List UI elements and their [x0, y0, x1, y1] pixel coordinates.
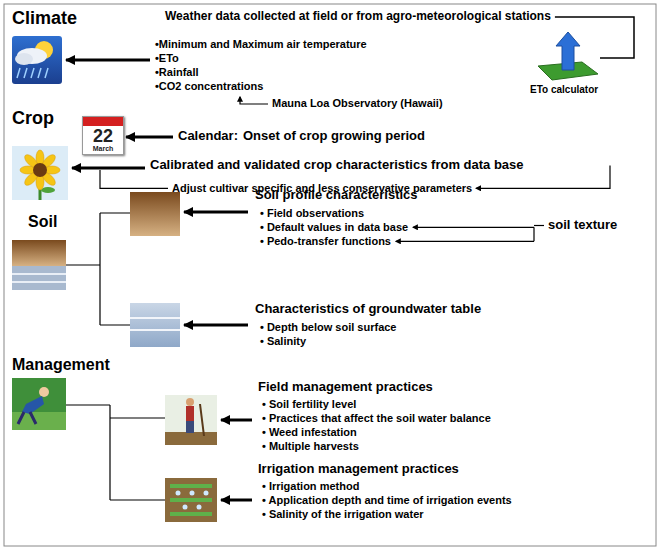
heading: Calibrated and validated crop characteri…	[150, 158, 524, 173]
note: Mauna Loa Observatory (Hawaii)	[272, 97, 443, 110]
bullet-item: • Default values in data base	[260, 221, 408, 234]
bullet-item: • Field observations	[260, 207, 364, 220]
leader-line	[413, 227, 534, 228]
bullet-item: • Pedo-transfer functions	[260, 235, 391, 248]
leader-line	[533, 227, 534, 241]
soil-icon	[12, 240, 66, 290]
leader-line	[534, 225, 544, 226]
bullet-item: • Weed infestation	[262, 426, 357, 439]
groundwater-icon	[130, 303, 180, 347]
bullet-item: • Multiple harvests	[262, 440, 359, 453]
category-label: Soil	[28, 213, 57, 231]
bullet-item: •ETo	[155, 52, 179, 65]
irrigation-icon	[165, 478, 217, 522]
tree-line	[66, 405, 165, 500]
weather-icon	[12, 36, 62, 84]
bullet-item: • Soil fertility level	[262, 398, 356, 411]
category-label: Management	[12, 356, 110, 374]
frame	[4, 4, 656, 546]
calendar-band	[83, 117, 123, 126]
bullet-item: • Irrigation method	[262, 480, 359, 493]
soil-profile-icon	[130, 192, 180, 236]
bullet-item: •Minimum and Maximum air temperature	[155, 38, 367, 51]
bullet-item: • Salinity of the irrigation water	[262, 508, 424, 521]
leader-line	[240, 97, 268, 104]
field-management-icon	[165, 395, 217, 445]
bullet-item: •Rainfall	[155, 66, 199, 79]
sunflower-icon	[12, 146, 68, 200]
icon-label: ETo calculator	[530, 84, 598, 96]
bullet-item: • Application depth and time of irrigati…	[262, 494, 512, 507]
management-icon	[12, 378, 66, 430]
heading: Weather data collected at field or from …	[165, 10, 551, 24]
calendar-icon: 22March	[82, 116, 124, 155]
heading: Soil profile characteristics	[255, 188, 418, 203]
bullet-item: •CO2 concentrations	[155, 80, 263, 93]
bullet-item: • Depth below soil surface	[260, 321, 397, 334]
heading: Irrigation management practices	[258, 462, 459, 477]
bullet-item: • Salinity	[260, 335, 306, 348]
heading: Calendar:	[178, 129, 238, 144]
calendar-day: 22	[83, 127, 123, 145]
leader-line	[100, 170, 168, 188]
tree-line	[66, 213, 130, 325]
category-label: Crop	[12, 108, 54, 129]
bullet-item: • Practices that affect the soil water b…	[262, 412, 491, 425]
heading: Characteristics of groundwater table	[255, 302, 481, 317]
heading: Field management practices	[258, 380, 433, 395]
note: soil texture	[548, 218, 617, 233]
leader-line	[555, 17, 634, 58]
leader-line	[396, 241, 534, 242]
calendar-month: March	[83, 145, 123, 152]
eto-calculator-icon	[538, 32, 598, 80]
arrow	[66, 60, 252, 500]
category-label: Climate	[12, 8, 77, 29]
heading: Onset of crop growing period	[243, 129, 425, 144]
